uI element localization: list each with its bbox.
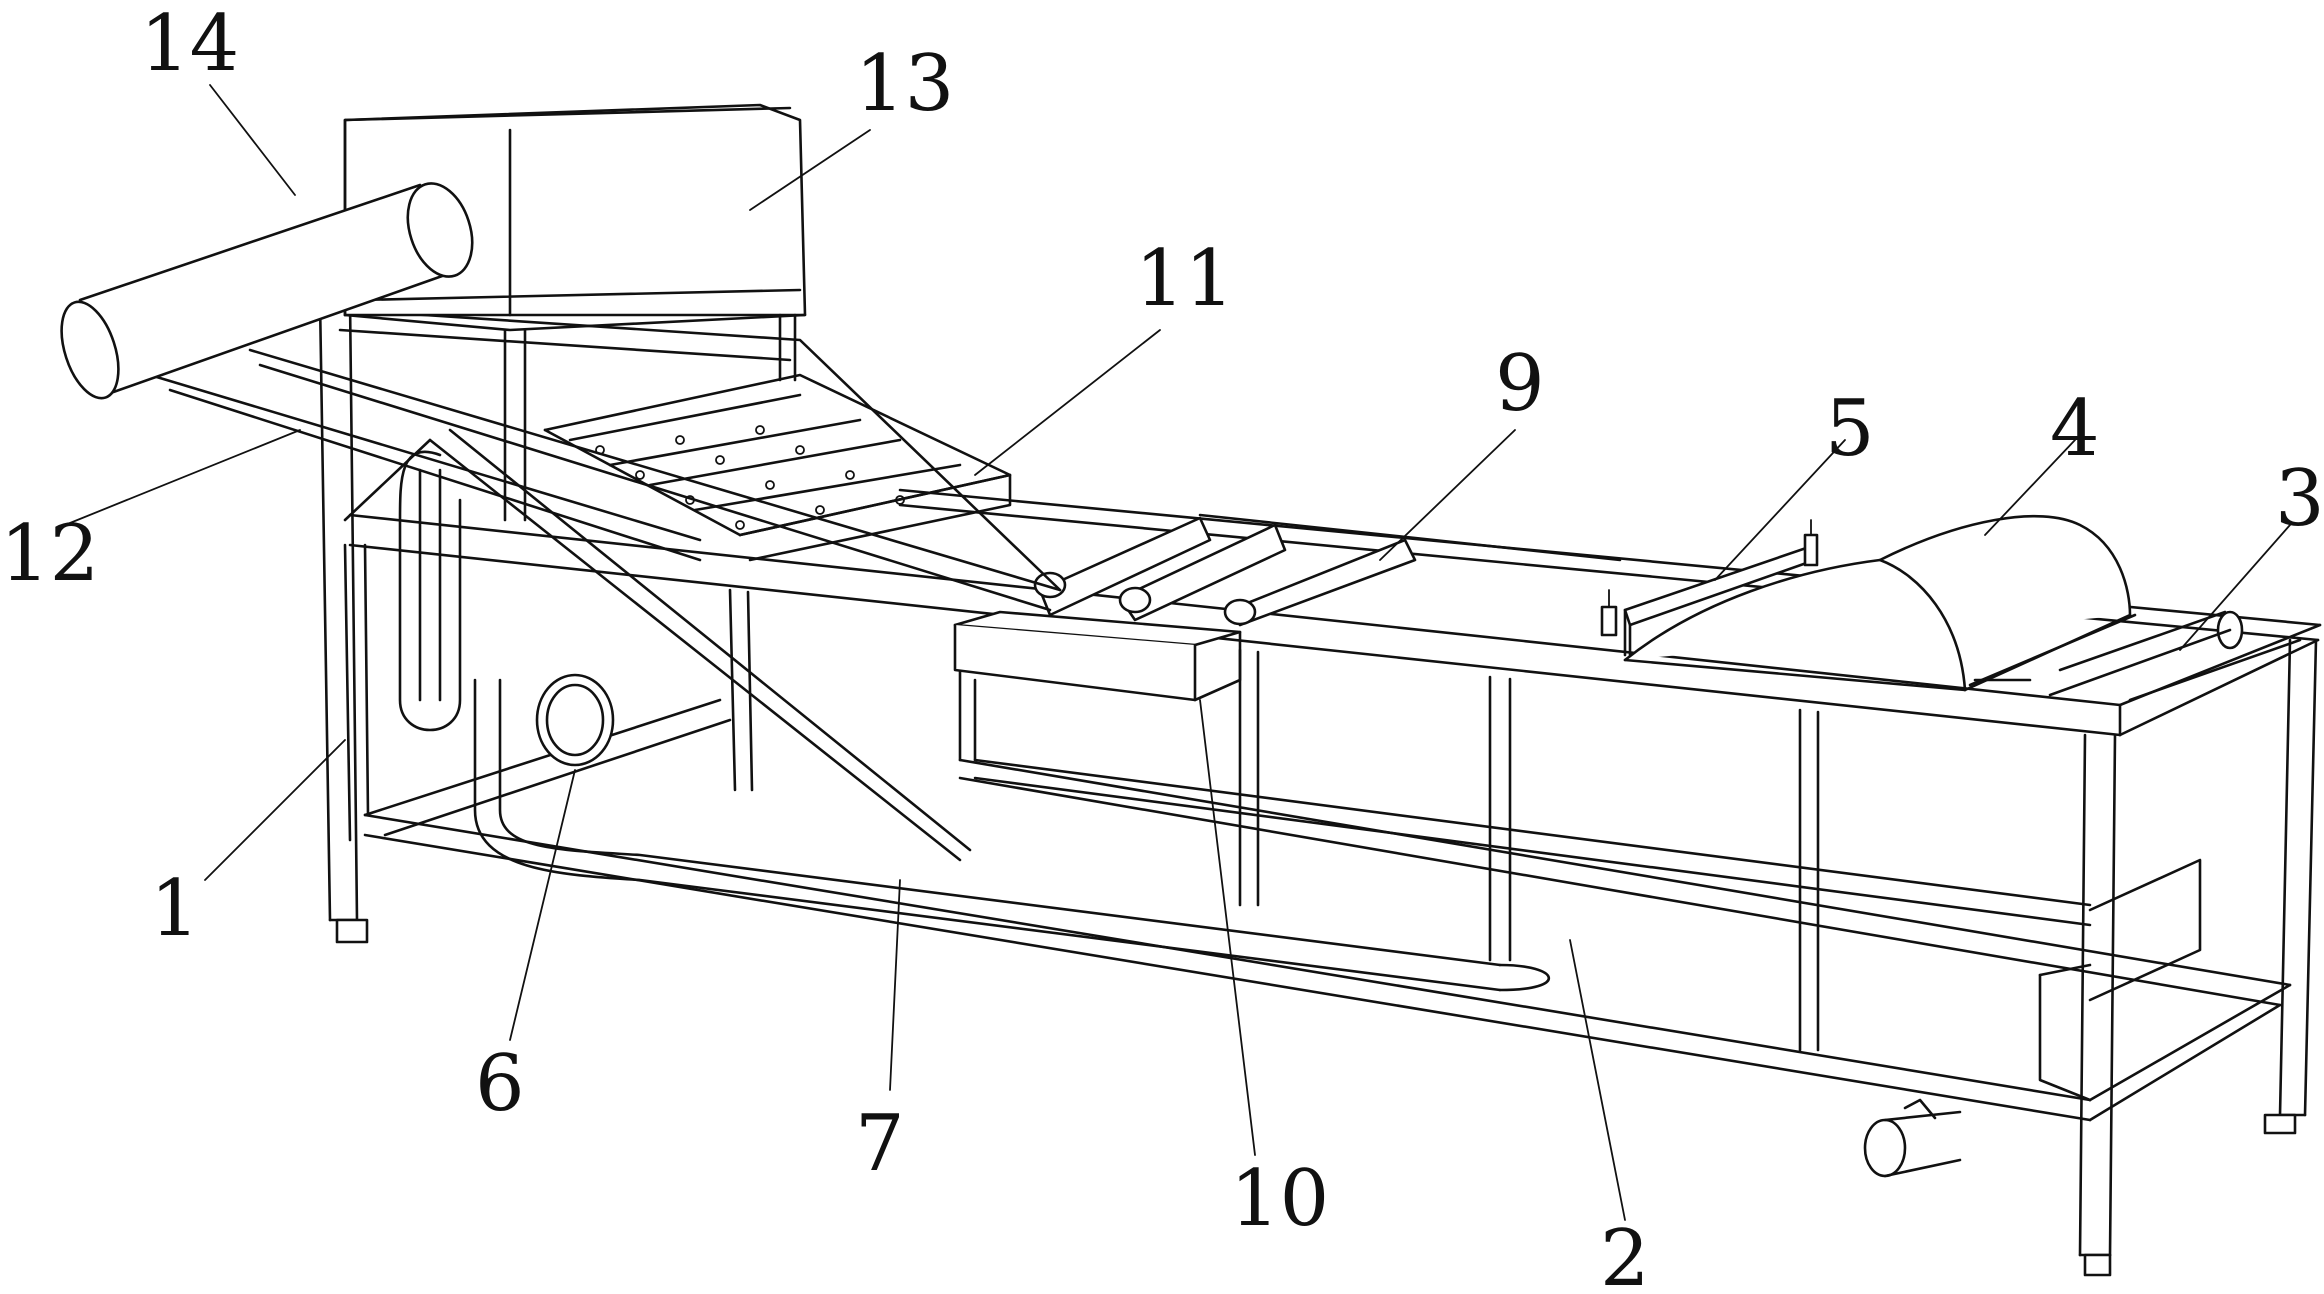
label-4: 4: [2050, 384, 2100, 474]
label-6: 6: [475, 1039, 525, 1129]
label-7: 7: [855, 1099, 905, 1189]
roller-set: [1033, 513, 1622, 627]
dryer-cover: [1623, 514, 2132, 692]
scraper-blade: [1600, 519, 1819, 657]
feed-hopper: [343, 103, 807, 522]
label-14: 14: [140, 0, 239, 89]
leader-lines: [64, 84, 2291, 1221]
conveyor-end: [1968, 610, 2302, 702]
label-1: 1: [150, 864, 200, 954]
frame: [318, 298, 2322, 1277]
water-tank: [1863, 858, 2202, 1178]
label-9: 9: [1495, 339, 1545, 429]
label-12: 12: [0, 509, 99, 599]
blower-tube: [60, 182, 474, 400]
label-10: 10: [1230, 1154, 1329, 1244]
label-11: 11: [1135, 234, 1234, 324]
water-pipe: [398, 450, 1551, 992]
inclined-conveyor: [148, 308, 1062, 862]
label-5: 5: [1825, 384, 1875, 474]
label-3: 3: [2275, 454, 2324, 544]
label-2: 2: [1600, 1214, 1650, 1294]
label-13: 13: [855, 39, 954, 129]
collection-trough: [953, 610, 1242, 762]
